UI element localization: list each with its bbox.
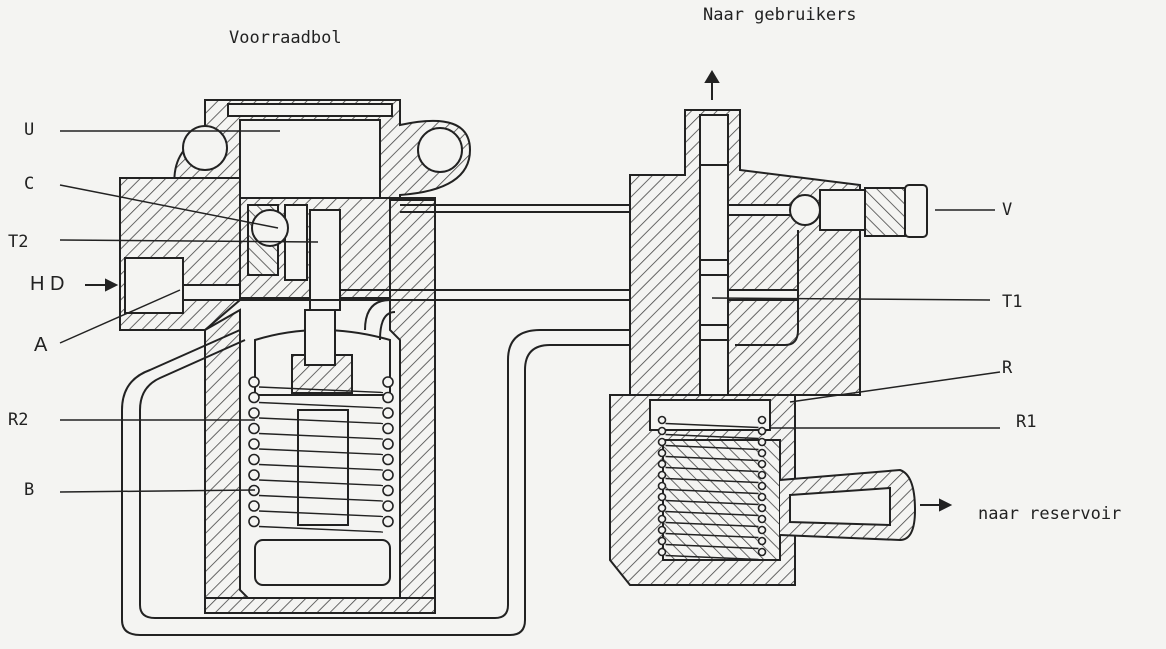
spring-coil: [657, 514, 667, 524]
spring-coil: [657, 481, 667, 491]
spring-coil: [382, 422, 394, 435]
spring-coil: [657, 536, 667, 546]
spring-wire: [258, 479, 384, 487]
spring-wire: [258, 401, 384, 409]
spring-coil: [382, 376, 394, 388]
spring-coil: [657, 437, 667, 447]
label-u: U: [24, 120, 35, 140]
spring-wire: [665, 455, 759, 462]
spring-wire: [258, 510, 384, 518]
spring-wire: [665, 499, 759, 506]
accumulator-body: [119, 99, 710, 614]
spring-wire: [258, 463, 384, 471]
spring-coil: [657, 503, 667, 513]
spring-wire: [665, 543, 759, 550]
label-a: A: [34, 334, 48, 356]
spring-coil: [757, 536, 767, 546]
spring-coil: [382, 438, 394, 450]
spring-wire: [665, 521, 759, 528]
spring-coil: [382, 484, 394, 497]
spring-coil: [382, 515, 394, 528]
label-t2: T2: [8, 232, 29, 252]
spring-coil: [757, 415, 767, 425]
label-naar-gebruikers: Naar gebruikers: [703, 5, 857, 25]
spring-coil: [248, 407, 260, 419]
spring-wire: [665, 554, 759, 561]
spring-r1-coils: [657, 415, 767, 561]
label-voorraadbol: Voorraadbol: [229, 28, 342, 48]
spring-coil: [657, 470, 667, 480]
spring-wire: [258, 386, 384, 394]
spring-coil: [248, 515, 260, 528]
spring-wire: [258, 448, 384, 456]
spring-wire: [665, 477, 759, 484]
spring-coil: [657, 525, 667, 535]
spring-wire: [665, 444, 759, 451]
spring-coil: [248, 469, 260, 481]
spring-coil: [657, 415, 667, 425]
spring-wire: [665, 488, 759, 495]
label-r1: R1: [1016, 412, 1037, 432]
spring-coil: [757, 470, 767, 480]
label-c: C: [24, 174, 35, 194]
spring-wire: [665, 433, 759, 440]
spring-wire: [665, 466, 759, 473]
spring-coil: [757, 547, 767, 557]
spring-wire: [665, 422, 759, 429]
spring-wire: [665, 532, 759, 539]
label-t1: T1: [1002, 292, 1023, 312]
leader-lines: [59, 130, 1001, 493]
spring-wire: [258, 494, 384, 502]
label-r2: R2: [8, 410, 29, 430]
label-v: V: [1002, 200, 1013, 220]
spring-coil: [382, 391, 394, 404]
spring-wire: [258, 432, 384, 440]
spring-coil: [757, 448, 767, 458]
spring-coil: [757, 459, 767, 469]
spring-coil: [248, 438, 260, 450]
label-naar-reservoir: naar reservoir: [978, 504, 1122, 524]
spring-coil: [657, 426, 667, 436]
label-b: B: [24, 480, 35, 500]
spring-coil: [248, 453, 260, 466]
spring-wire: [665, 510, 759, 517]
spring-coil: [382, 453, 394, 466]
spring-coil: [657, 459, 667, 469]
spring-coil: [757, 481, 767, 491]
spring-coil: [657, 547, 667, 557]
label-r: R: [1002, 358, 1013, 378]
spring-coil: [757, 492, 767, 502]
label-hd: H D: [30, 273, 65, 295]
spring-coil: [248, 500, 260, 512]
spring-coil: [657, 448, 667, 458]
spring-coil: [248, 391, 260, 404]
spring-wire: [258, 525, 384, 533]
spring-coil: [248, 422, 260, 435]
spring-wire: [258, 417, 384, 425]
spring-coil: [757, 503, 767, 513]
spring-coil: [757, 437, 767, 447]
spring-coil: [757, 525, 767, 535]
spring-coil: [382, 500, 394, 512]
spring-coil: [657, 492, 667, 502]
spring-coil: [757, 514, 767, 524]
spring-coil: [382, 407, 394, 419]
spring-coil: [757, 426, 767, 436]
spring-coil: [248, 376, 260, 388]
spring-r2-coils: [248, 376, 394, 533]
spring-coil: [382, 469, 394, 481]
